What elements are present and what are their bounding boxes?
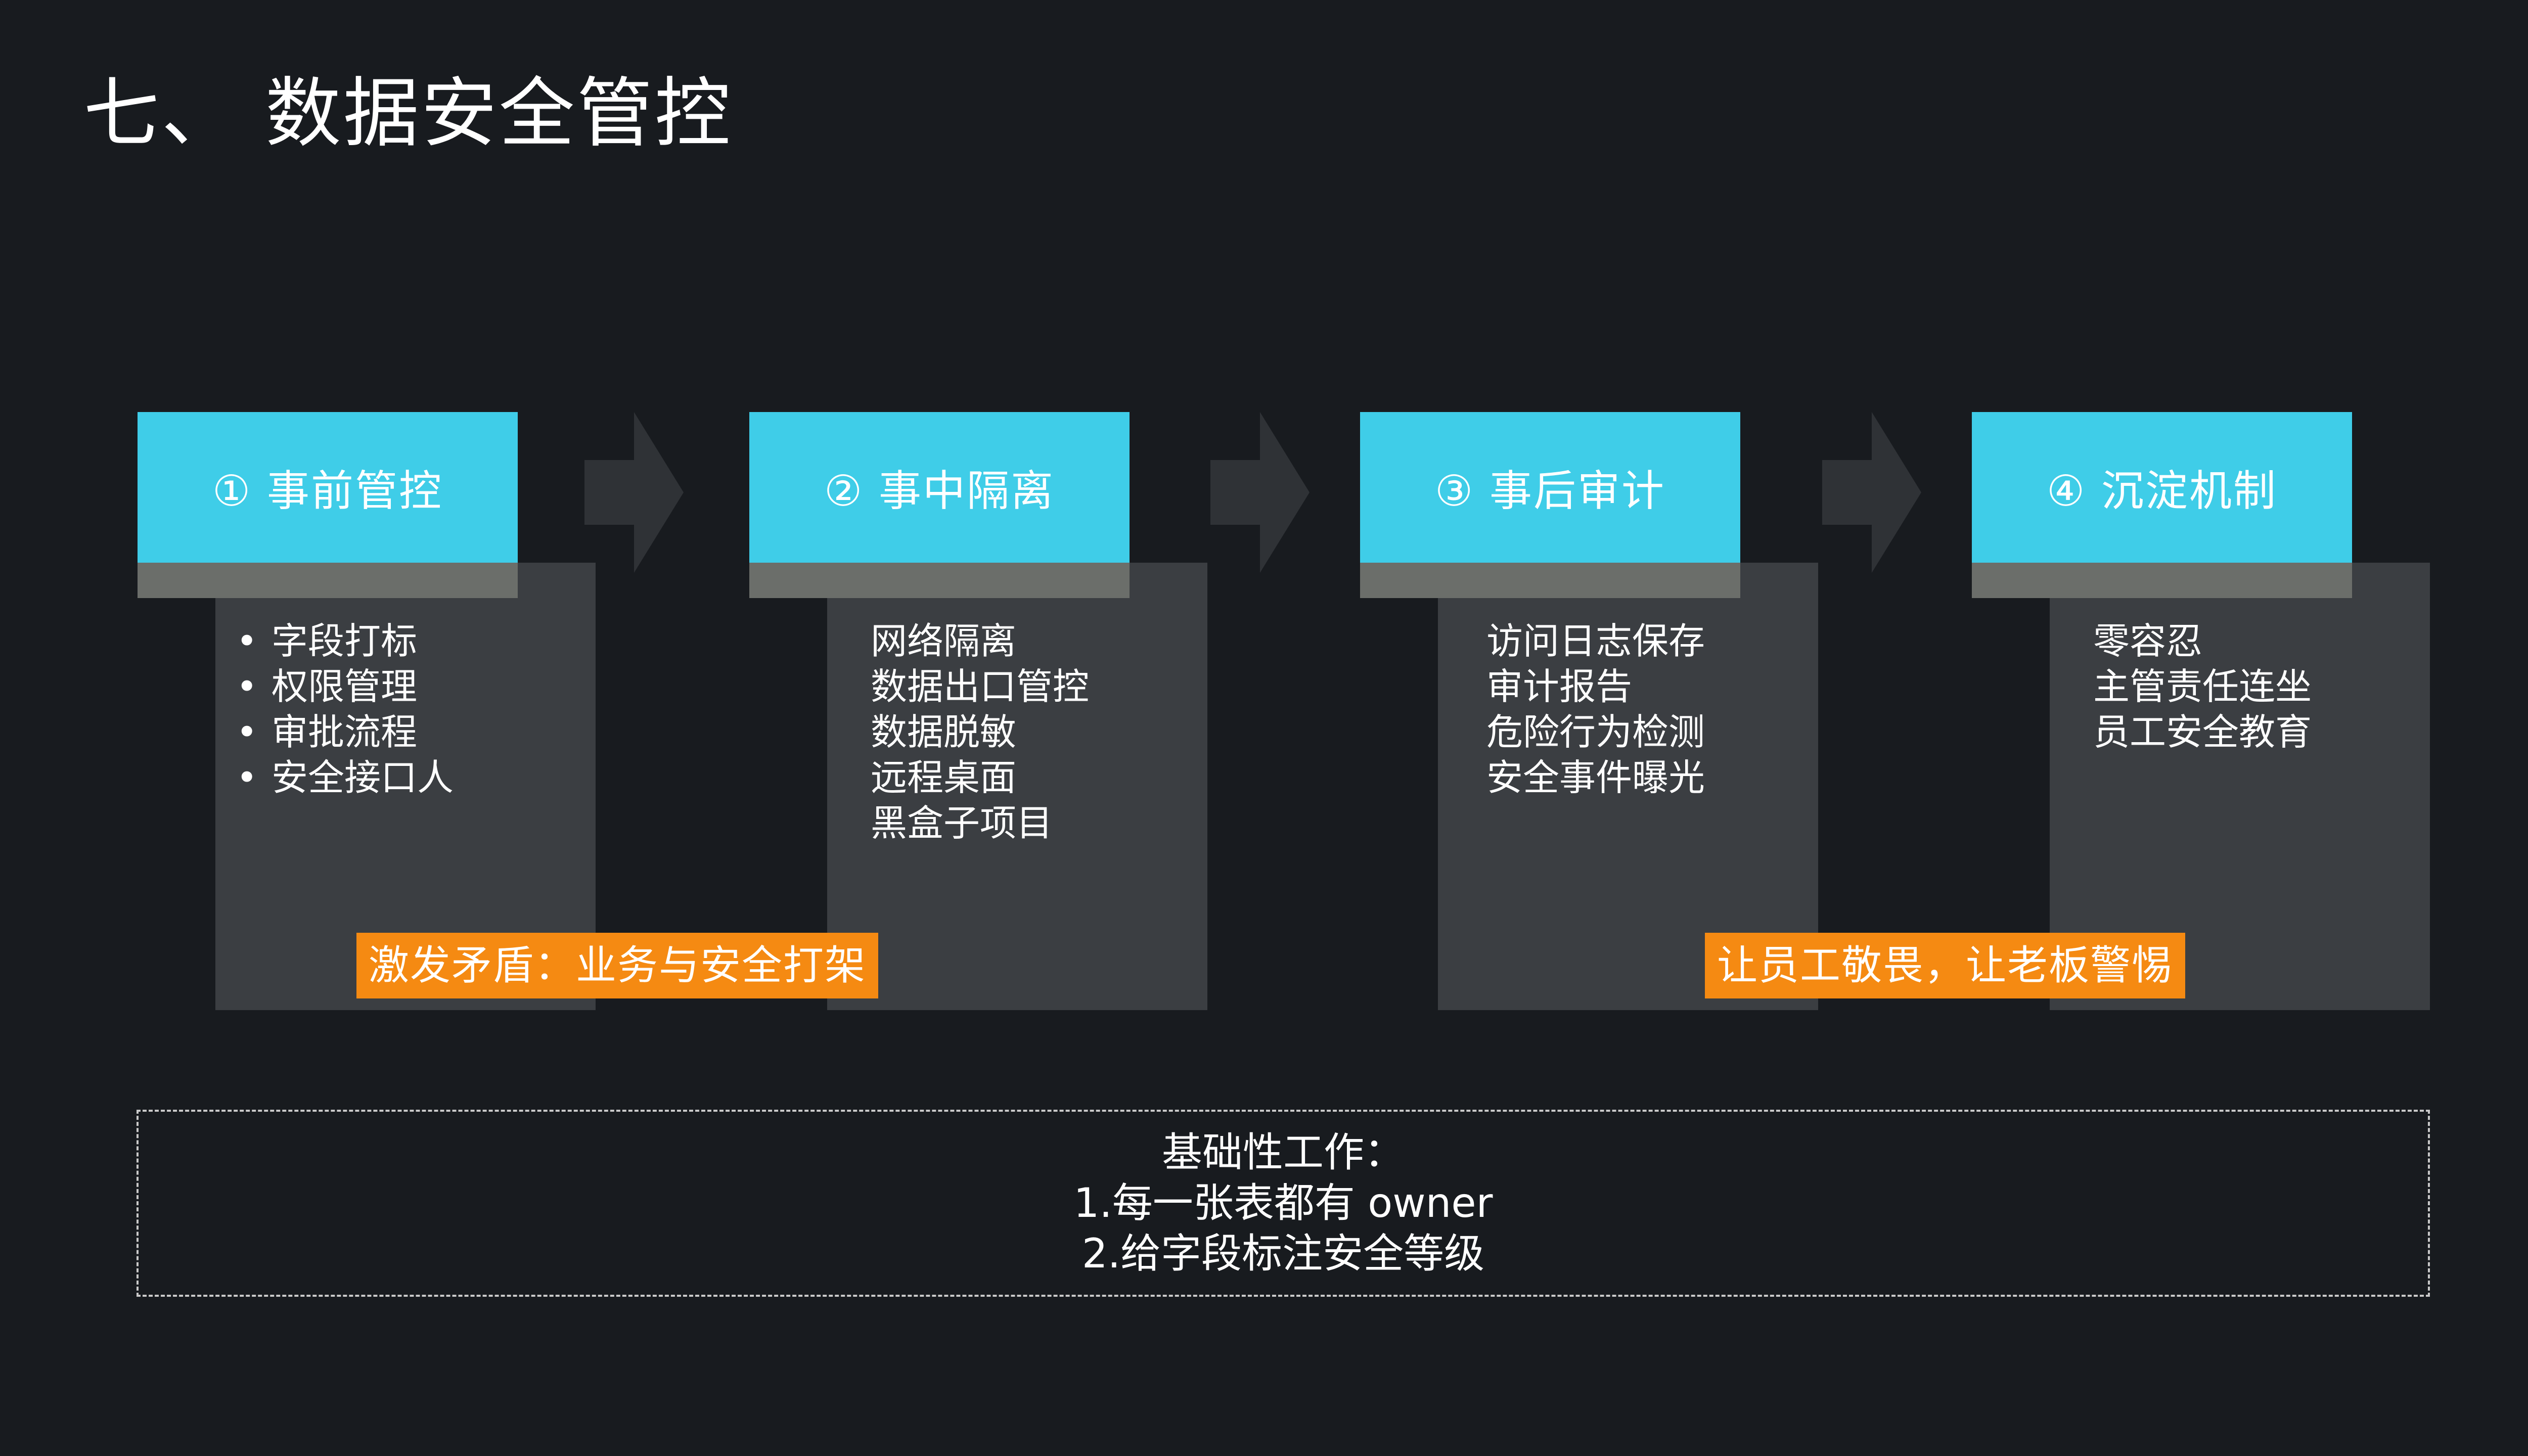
stage-item-list: 零容忍 主管责任连坐 员工安全教育 bbox=[2093, 618, 2312, 755]
flow-arrow-icon bbox=[1822, 412, 1921, 573]
foundation-line: 2.给字段标注安全等级 bbox=[1081, 1230, 1485, 1277]
list-item: 员工安全教育 bbox=[2093, 711, 2312, 753]
list-item: 数据出口管控 bbox=[871, 665, 1090, 708]
stage-divider-strip bbox=[1360, 563, 1740, 598]
list-item: 字段打标 bbox=[236, 618, 454, 664]
callout-awe: 让员工敬畏，让老板警惕 bbox=[1705, 933, 2185, 998]
foundation-line: 1.每一张表都有 owner bbox=[1073, 1179, 1493, 1226]
stage-panel bbox=[827, 563, 1207, 1010]
list-item: 主管责任连坐 bbox=[2093, 665, 2312, 708]
list-item: 远程桌面 bbox=[871, 756, 1017, 799]
list-item: 零容忍 bbox=[2093, 620, 2203, 662]
page-title: 七、 数据安全管控 bbox=[83, 70, 733, 158]
list-item: 安全接口人 bbox=[236, 755, 454, 800]
stage-divider-strip bbox=[138, 563, 518, 598]
list-item: 审批流程 bbox=[236, 709, 454, 755]
stage-item-list: 访问日志保存 审计报告 危险行为检测 安全事件曝光 bbox=[1486, 618, 1705, 800]
stage-divider-strip bbox=[749, 563, 1130, 598]
list-item: 审计报告 bbox=[1486, 665, 1633, 708]
stage-divider-strip bbox=[1972, 563, 2352, 598]
list-item: 网络隔离 bbox=[871, 620, 1017, 662]
foundation-box: 基础性工作： 1.每一张表都有 owner 2.给字段标注安全等级 bbox=[137, 1110, 2430, 1297]
stage-card-3: ③ 事后审计 访问日志保存 审计报告 危险行为检测 安全事件曝光 bbox=[1360, 412, 2002, 1011]
list-item: 危险行为检测 bbox=[1486, 711, 1705, 753]
stage-card-2: ② 事中隔离 网络隔离 数据出口管控 数据脱敏 远程桌面 黑盒子项目 bbox=[749, 412, 1391, 1011]
list-item: 黑盒子项目 bbox=[871, 802, 1053, 844]
callout-conflict: 激发矛盾：业务与安全打架 bbox=[356, 933, 878, 998]
stage-header: ③ 事后审计 bbox=[1360, 412, 1740, 563]
stage-header: ④ 沉淀机制 bbox=[1972, 412, 2352, 563]
foundation-heading: 基础性工作： bbox=[1162, 1129, 1405, 1176]
list-item: 数据脱敏 bbox=[871, 711, 1017, 753]
list-item: 安全事件曝光 bbox=[1486, 756, 1705, 799]
stage-card-4: ④ 沉淀机制 零容忍 主管责任连坐 员工安全教育 bbox=[1972, 412, 2528, 1011]
stage-header: ① 事前管控 bbox=[138, 412, 518, 563]
stage-item-list: 字段打标 权限管理 审批流程 安全接口人 bbox=[236, 618, 454, 800]
flow-arrow-icon bbox=[584, 412, 684, 573]
list-item: 权限管理 bbox=[236, 664, 454, 709]
flow-arrow-icon bbox=[1210, 412, 1310, 573]
list-item: 访问日志保存 bbox=[1486, 620, 1705, 662]
stage-header: ② 事中隔离 bbox=[749, 412, 1130, 563]
stage-item-list: 网络隔离 数据出口管控 数据脱敏 远程桌面 黑盒子项目 bbox=[871, 618, 1089, 846]
